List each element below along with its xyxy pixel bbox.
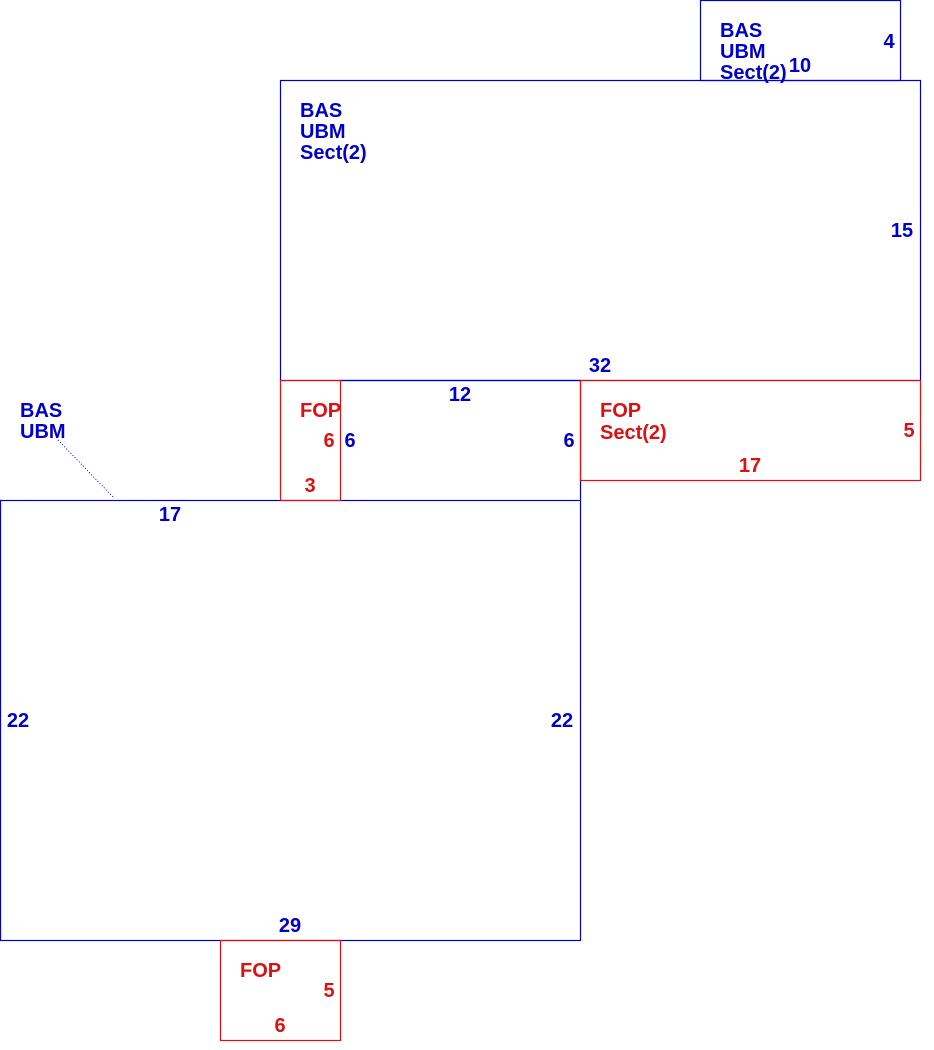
porch-label: FOP bbox=[600, 400, 641, 422]
living-area-outlines bbox=[0, 0, 922, 942]
porch-right-outline bbox=[579, 379, 922, 482]
section-label-line: BAS bbox=[720, 20, 762, 42]
dimension-label: 12 bbox=[449, 384, 471, 406]
porch-label: FOP bbox=[300, 400, 341, 422]
porch-small-outline bbox=[279, 379, 342, 502]
dimension-label: 4 bbox=[883, 31, 895, 53]
section-label-line: Sect(2) bbox=[300, 142, 367, 164]
upper-section-outline bbox=[279, 79, 922, 382]
section-label-line: UBM bbox=[720, 41, 766, 63]
section-label-line: BAS bbox=[300, 100, 342, 122]
porch-bottom-outline bbox=[219, 939, 342, 1042]
section-label-line: UBM bbox=[300, 121, 346, 143]
porch-bottom: FOP 5 6 bbox=[240, 960, 335, 1037]
porch-right: FOP Sect(2) 5 17 bbox=[600, 400, 915, 477]
dimension-label: 5 bbox=[323, 980, 334, 1002]
dimension-label: 17 bbox=[159, 504, 181, 526]
upper-section: BAS UBM Sect(2) 15 32 12 6 6 bbox=[300, 100, 913, 452]
dimension-label: 10 bbox=[789, 55, 811, 77]
dimension-label: 22 bbox=[551, 710, 573, 732]
porch-small: FOP 6 3 bbox=[300, 400, 341, 497]
dimension-label: 6 bbox=[323, 430, 334, 452]
porch-label: Sect(2) bbox=[600, 422, 667, 444]
dimension-label: 22 bbox=[7, 710, 29, 732]
dimension-label: 17 bbox=[739, 455, 761, 477]
section-label-line: BAS bbox=[20, 400, 62, 422]
dimension-label: 6 bbox=[563, 430, 574, 452]
porch-outlines bbox=[219, 379, 922, 1042]
dimension-label: 32 bbox=[589, 355, 611, 377]
section-label-line: UBM bbox=[20, 421, 66, 443]
lower-section: BAS UBM 17 22 22 29 bbox=[7, 400, 573, 937]
dimension-label: 6 bbox=[344, 430, 355, 452]
dimension-label: 15 bbox=[891, 220, 913, 242]
small-top-section: BAS UBM Sect(2) 4 10 bbox=[720, 20, 895, 84]
dimension-label: 5 bbox=[903, 420, 914, 442]
dimension-label: 29 bbox=[279, 915, 301, 937]
lower-section-outline bbox=[0, 499, 582, 942]
dimension-label: 3 bbox=[304, 475, 315, 497]
porch-label: FOP bbox=[240, 960, 281, 982]
section-label-line: Sect(2) bbox=[720, 62, 787, 84]
dimension-label: 6 bbox=[274, 1015, 285, 1037]
label-leader-line bbox=[57, 439, 115, 499]
